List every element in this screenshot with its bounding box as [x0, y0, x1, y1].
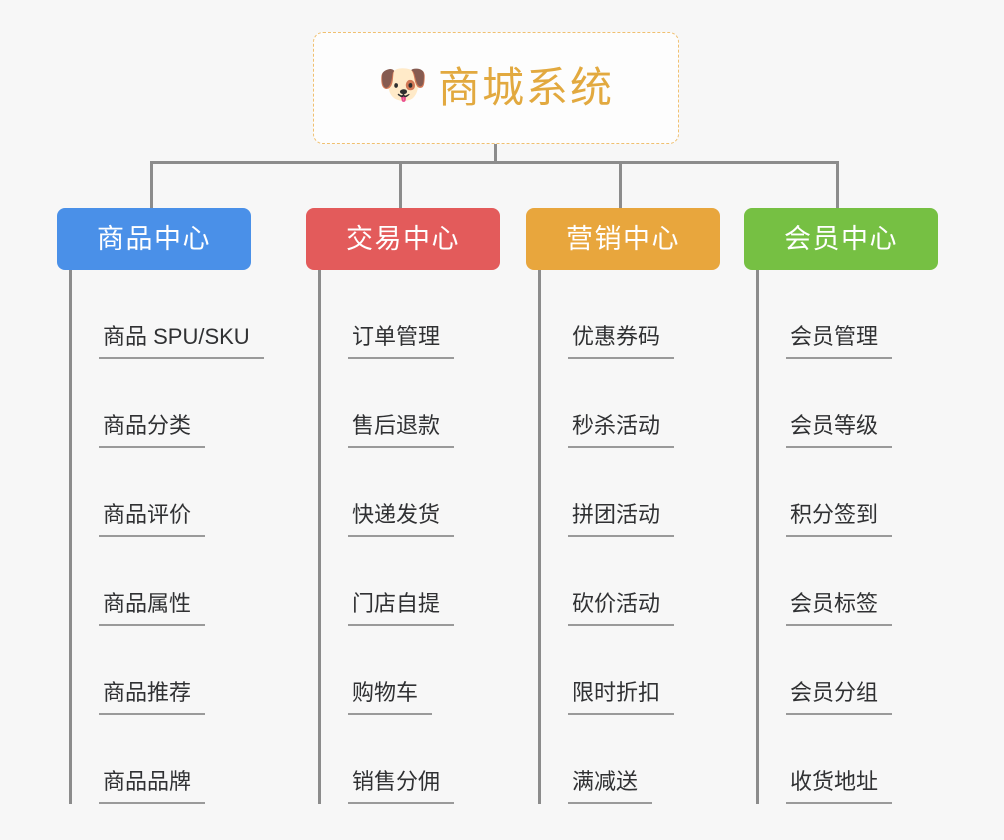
category-header-product-center[interactable]: 商品中心	[57, 208, 251, 270]
list-item[interactable]: 商品分类	[69, 359, 251, 448]
column-trade-center: 交易中心 订单管理 售后退款 快递发货 门店自提 购物车 销售分佣	[306, 208, 500, 804]
root-node-mall-system[interactable]: 🐶 商城系统	[313, 32, 679, 144]
item-label: 会员标签	[786, 593, 893, 626]
item-list-member-center: 会员管理 会员等级 积分签到 会员标签 会员分组 收货地址	[744, 270, 938, 804]
list-item[interactable]: 购物车	[318, 626, 500, 715]
shiba-dog-face-icon: 🐶	[377, 63, 428, 107]
item-label: 积分签到	[786, 504, 893, 537]
list-item[interactable]: 商品 SPU/SKU	[69, 270, 264, 359]
item-label: 满减送	[568, 771, 653, 804]
list-item[interactable]: 商品评价	[69, 448, 251, 537]
item-list-marketing-center: 优惠券码 秒杀活动 拼团活动 砍价活动 限时折扣 满减送	[526, 270, 720, 804]
list-item[interactable]: 订单管理	[318, 270, 500, 359]
list-item[interactable]: 商品品牌	[69, 715, 251, 804]
item-label: 收货地址	[786, 771, 893, 804]
category-title: 营销中心	[566, 223, 680, 254]
item-list-trade-center: 订单管理 售后退款 快递发货 门店自提 购物车 销售分佣	[306, 270, 500, 804]
list-item[interactable]: 商品推荐	[69, 626, 251, 715]
item-label: 商品评价	[99, 504, 206, 537]
list-item[interactable]: 限时折扣	[538, 626, 720, 715]
category-title: 会员中心	[784, 223, 898, 254]
item-label: 砍价活动	[568, 593, 675, 626]
list-item[interactable]: 优惠券码	[538, 270, 720, 359]
item-label: 门店自提	[348, 593, 455, 626]
connector-root-stem	[494, 144, 497, 164]
list-item[interactable]: 商品属性	[69, 537, 251, 626]
category-header-marketing-center[interactable]: 营销中心	[526, 208, 720, 270]
list-item[interactable]: 拼团活动	[538, 448, 720, 537]
item-label: 商品推荐	[99, 682, 206, 715]
item-label: 购物车	[348, 682, 433, 715]
item-label: 售后退款	[348, 415, 455, 448]
category-title: 商品中心	[97, 223, 211, 254]
item-label: 秒杀活动	[568, 415, 675, 448]
list-item[interactable]: 会员等级	[756, 359, 938, 448]
item-label: 商品分类	[99, 415, 206, 448]
category-header-trade-center[interactable]: 交易中心	[306, 208, 500, 270]
item-label: 商品 SPU/SKU	[99, 326, 264, 359]
item-list-product-center: 商品 SPU/SKU 商品分类 商品评价 商品属性 商品推荐 商品品牌	[57, 270, 264, 804]
item-label: 优惠券码	[568, 326, 675, 359]
item-label: 会员等级	[786, 415, 893, 448]
category-header-member-center[interactable]: 会员中心	[744, 208, 938, 270]
list-item[interactable]: 会员管理	[756, 270, 938, 359]
item-label: 拼团活动	[568, 504, 675, 537]
item-label: 销售分佣	[348, 771, 455, 804]
list-item[interactable]: 满减送	[538, 715, 720, 804]
list-item[interactable]: 会员标签	[756, 537, 938, 626]
list-item[interactable]: 售后退款	[318, 359, 500, 448]
list-item[interactable]: 砍价活动	[538, 537, 720, 626]
item-label: 快递发货	[348, 504, 455, 537]
list-item[interactable]: 门店自提	[318, 537, 500, 626]
list-item[interactable]: 秒杀活动	[538, 359, 720, 448]
column-marketing-center: 营销中心 优惠券码 秒杀活动 拼团活动 砍价活动 限时折扣 满减送	[526, 208, 720, 804]
list-item[interactable]: 会员分组	[756, 626, 938, 715]
item-label: 商品品牌	[99, 771, 206, 804]
item-label: 会员管理	[786, 326, 893, 359]
root-node-title: 商城系统	[437, 64, 614, 111]
connector-horizontal-bus	[150, 161, 839, 164]
list-item[interactable]: 快递发货	[318, 448, 500, 537]
item-label: 商品属性	[99, 593, 206, 626]
connector-drop-marketing-center	[619, 161, 622, 208]
category-title: 交易中心	[346, 223, 460, 254]
list-item[interactable]: 积分签到	[756, 448, 938, 537]
item-label: 订单管理	[348, 326, 455, 359]
connector-drop-trade-center	[399, 161, 402, 208]
column-member-center: 会员中心 会员管理 会员等级 积分签到 会员标签 会员分组 收货地址	[744, 208, 938, 804]
connector-drop-product-center	[150, 161, 153, 208]
column-product-center: 商品中心 商品 SPU/SKU 商品分类 商品评价 商品属性 商品推荐 商品品牌	[57, 208, 264, 804]
list-item[interactable]: 收货地址	[756, 715, 938, 804]
item-label: 限时折扣	[568, 682, 675, 715]
list-item[interactable]: 销售分佣	[318, 715, 500, 804]
item-label: 会员分组	[786, 682, 893, 715]
connector-drop-member-center	[836, 161, 839, 208]
